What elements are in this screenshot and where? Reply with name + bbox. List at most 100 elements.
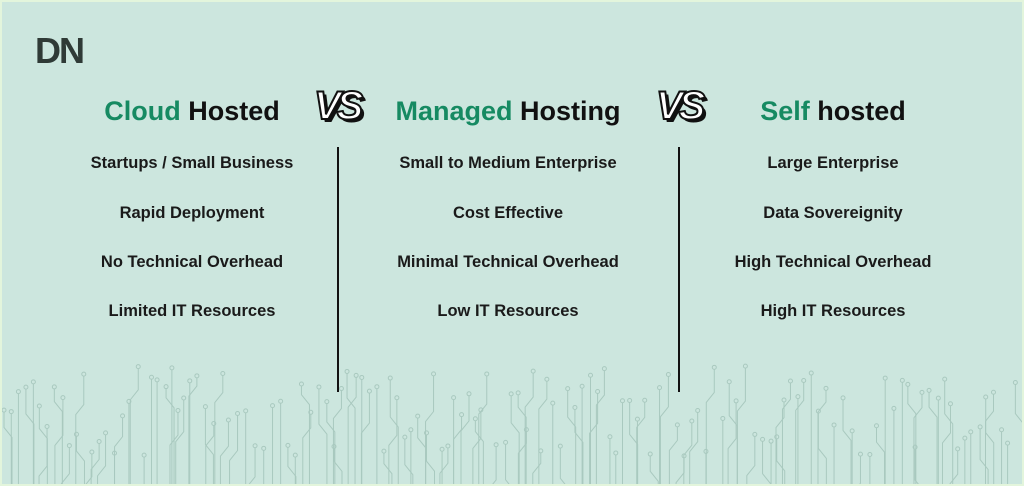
circuit-trace — [439, 446, 445, 484]
circuit-trace — [517, 427, 529, 484]
circuit-trace — [229, 411, 241, 484]
circuit-trace — [550, 400, 556, 484]
circuit-trace — [595, 366, 607, 484]
circuit-trace — [532, 448, 544, 484]
circuit-trace — [154, 377, 160, 484]
circuit-trace — [668, 422, 680, 484]
circuit-trace — [774, 434, 786, 484]
circuit-trace — [968, 429, 974, 484]
circuit-trace — [647, 451, 659, 484]
circuit-trace — [926, 387, 938, 484]
circuit-trace — [141, 452, 147, 484]
circuit-trace — [261, 445, 267, 484]
circuit-trace — [408, 427, 414, 484]
title-rest: Hosted — [188, 96, 280, 126]
circuit-trace — [588, 372, 594, 484]
circuit-trace — [175, 395, 187, 484]
circuit-trace — [23, 384, 35, 484]
column-title: Managed Hosting — [348, 90, 668, 132]
circuit-trace — [439, 443, 451, 484]
circuit-trace — [941, 401, 953, 484]
circuit-trace — [524, 368, 536, 484]
circuit-trace — [402, 434, 414, 484]
circuit-trace — [1005, 440, 1011, 484]
circuit-trace — [999, 427, 1005, 484]
circuit-trace — [760, 436, 772, 484]
circuit-trace — [607, 434, 613, 484]
circuit-trace — [962, 435, 968, 484]
list-item: Limited IT Resources — [108, 302, 276, 320]
circuit-trace — [129, 364, 141, 484]
circuit-trace — [849, 428, 855, 484]
circuit-trace — [851, 451, 863, 484]
title-rest: Hosting — [520, 96, 621, 126]
circuit-trace — [332, 386, 344, 484]
circuit-trace — [90, 438, 102, 484]
circuit-trace — [882, 375, 888, 484]
list-item: No Technical Overhead — [100, 253, 284, 271]
circuit-trace — [148, 374, 154, 484]
circuit-trace — [795, 394, 801, 484]
circuit-trace — [949, 446, 961, 484]
circuit-trace — [636, 397, 648, 484]
circuit-trace — [83, 449, 95, 484]
circuit-trace — [619, 398, 625, 484]
circuit-trace — [627, 398, 639, 484]
circuit-trace — [840, 395, 852, 484]
circuit-trace — [381, 448, 393, 484]
circuit-trace — [374, 384, 380, 484]
circuit-trace — [188, 373, 200, 484]
circuit-trace — [425, 371, 437, 484]
circuit-trace — [163, 384, 175, 484]
circuit-trace — [51, 384, 63, 484]
list-item: Rapid Deployment — [119, 204, 265, 222]
circuit-trace — [246, 443, 258, 484]
circuit-trace — [30, 379, 36, 484]
list-item: Small to Medium Enterprise — [399, 154, 617, 172]
circuit-trace — [891, 405, 897, 484]
logo-text: DN — [35, 30, 85, 71]
circuit-trace — [557, 443, 569, 484]
circuit-trace — [415, 413, 427, 484]
circuit-trace — [302, 409, 314, 484]
title-rest: hosted — [817, 96, 906, 126]
column-cloud-hosted: Cloud Hosted Startups / Small Business R… — [32, 90, 352, 320]
circuit-trace — [781, 378, 793, 484]
circuit-trace — [942, 376, 954, 484]
column-title: Self hosted — [673, 90, 993, 132]
circuit-trace — [270, 403, 276, 484]
circuit-trace — [73, 431, 85, 484]
circuit-trace — [613, 450, 619, 484]
circuit-trace — [388, 395, 400, 484]
circuit-trace — [347, 372, 359, 484]
circuit-trace — [508, 391, 520, 484]
circuit-trace — [912, 444, 924, 484]
vs-badge: VS — [313, 84, 364, 128]
circuit-trace — [15, 389, 21, 484]
circuit-trace — [424, 430, 436, 484]
circuit-trace — [60, 443, 72, 484]
circuit-trace — [746, 431, 758, 484]
circuit-trace — [360, 388, 372, 484]
title-accent: Managed — [395, 96, 513, 126]
circuit-trace — [316, 384, 328, 484]
circuit-trace — [331, 443, 343, 484]
circuit-trace — [169, 365, 175, 484]
circuit-trace — [472, 416, 484, 484]
divider — [337, 147, 339, 392]
circuit-trace — [579, 383, 585, 484]
circuit-trace — [324, 399, 336, 484]
list-item: Low IT Resources — [437, 302, 579, 320]
circuit-trace — [984, 389, 996, 484]
circuit-trace — [572, 404, 584, 484]
circuit-trace — [2, 407, 13, 484]
circuit-trace — [913, 389, 925, 484]
circuit-trace — [683, 418, 695, 484]
circuit-trace — [1012, 379, 1022, 423]
circuit-trace — [808, 370, 814, 484]
divider — [678, 147, 680, 392]
circuit-trace — [983, 394, 995, 484]
circuit-trace — [861, 452, 873, 484]
title-accent: Cloud — [104, 96, 181, 126]
